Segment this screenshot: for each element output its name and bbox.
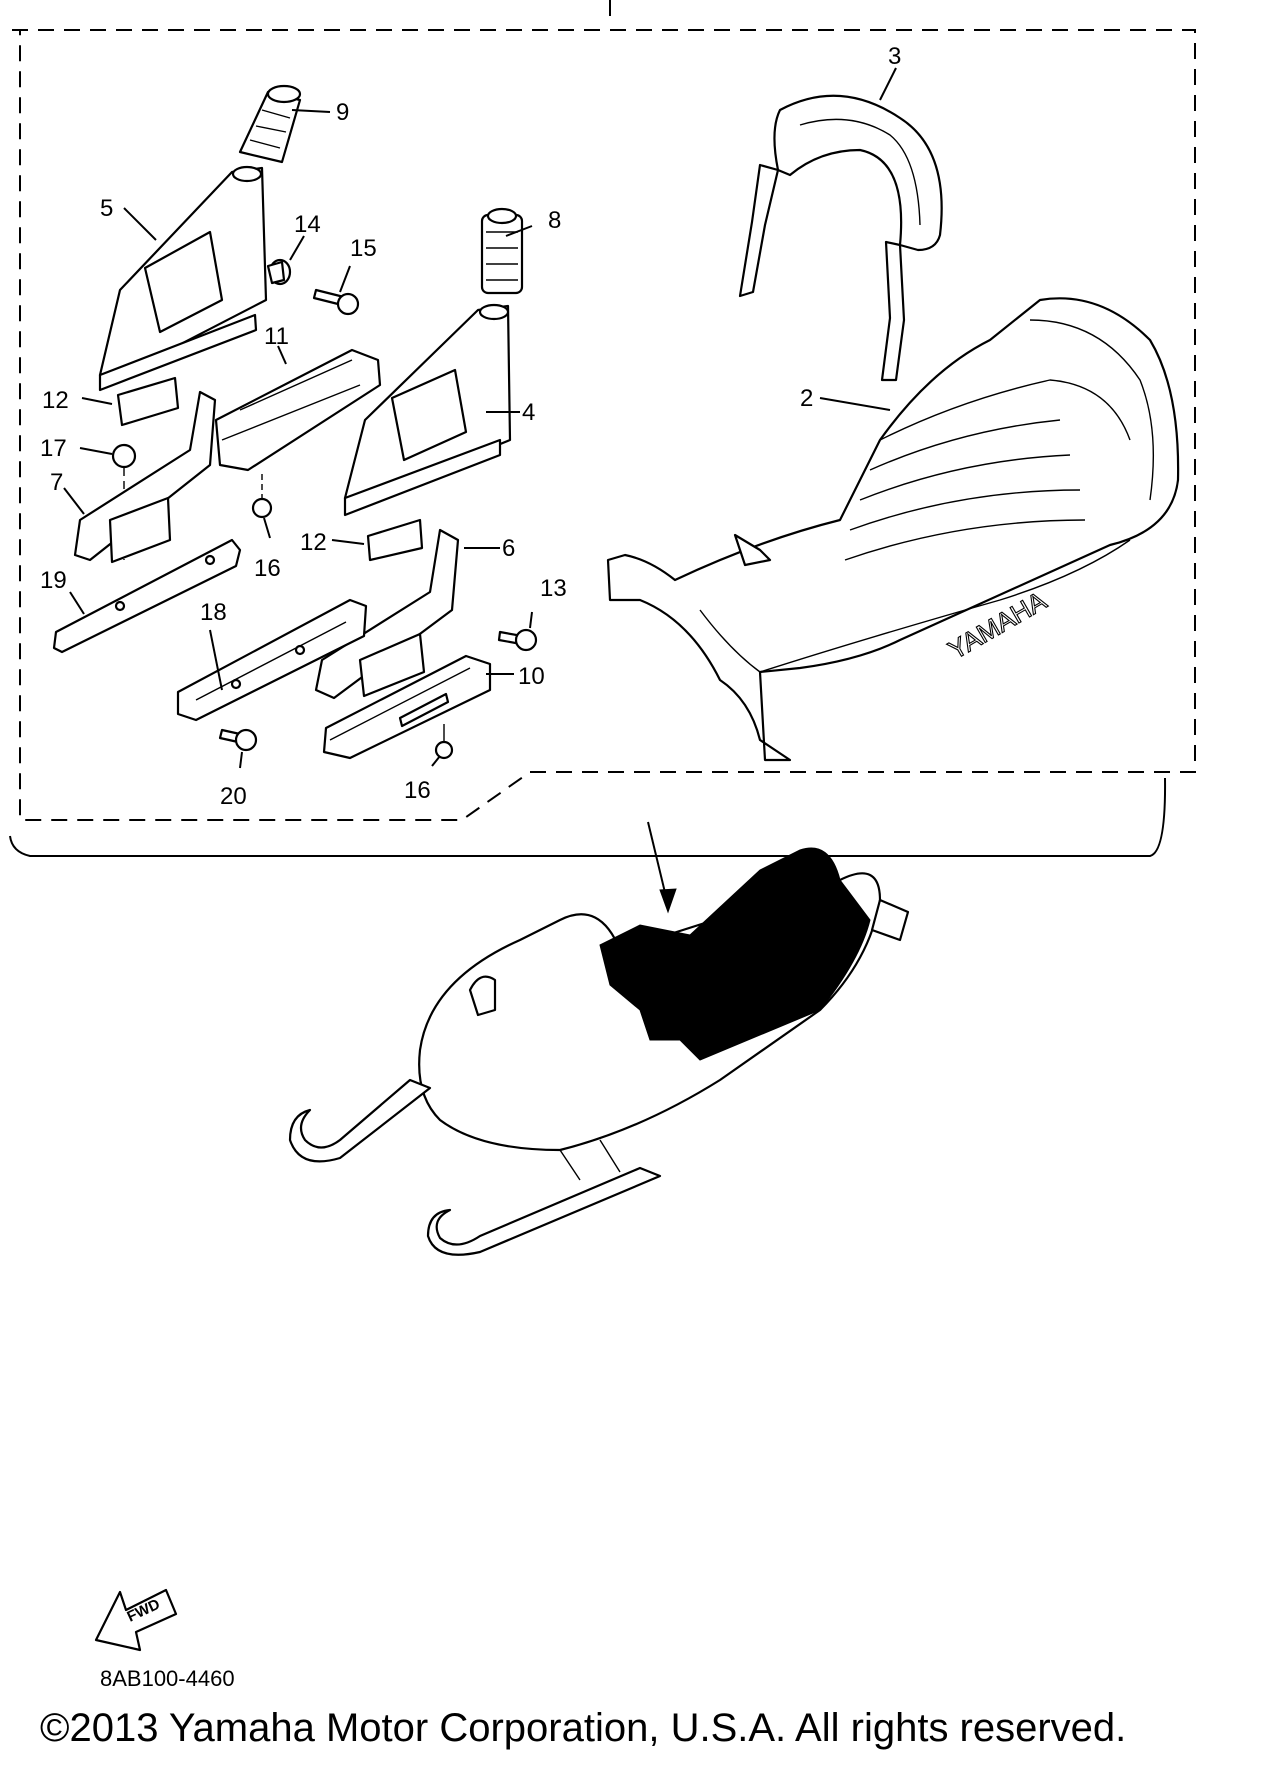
callout-14: 14 — [294, 211, 321, 238]
callout-3: 3 — [888, 43, 901, 70]
callout-4: 4 — [522, 399, 535, 426]
bolt-13 — [497, 628, 538, 652]
pad-11 — [214, 348, 382, 472]
callout-7: 7 — [50, 469, 63, 496]
bracket-6 — [314, 528, 460, 700]
bolt-16-lower — [434, 724, 454, 760]
callout-11: 11 — [264, 323, 289, 350]
bracket-7 — [73, 390, 217, 564]
callouts: 2 3 4 5 6 7 8 9 10 11 12 12 13 14 15 16 … — [40, 43, 901, 810]
collar-14 — [266, 258, 292, 286]
rail-19 — [52, 538, 242, 654]
callout-12-right: 12 — [300, 529, 327, 556]
snowmobile — [288, 847, 910, 1256]
assembly-boundary — [9, 0, 1196, 914]
stanchion-4 — [343, 303, 512, 517]
callout-18: 18 — [200, 599, 227, 626]
callout-8: 8 — [548, 207, 561, 234]
callout-6: 6 — [502, 535, 515, 562]
bolt-15 — [312, 288, 360, 316]
callout-20: 20 — [220, 783, 247, 810]
callout-15: 15 — [350, 235, 377, 262]
callout-16-upper: 16 — [254, 555, 281, 582]
diagram-code: 8AB100-4460 — [100, 1666, 235, 1691]
stanchion-5 — [98, 165, 268, 392]
callout-19: 19 — [40, 567, 67, 594]
callout-5: 5 — [100, 195, 113, 222]
callout-10: 10 — [518, 663, 545, 690]
bolt-16-upper — [251, 474, 273, 519]
leader-lines — [63, 67, 897, 769]
backrest — [738, 94, 943, 382]
callout-16-lower: 16 — [404, 777, 431, 804]
spacer-12-right — [366, 518, 424, 562]
copyright-notice: ©2013 Yamaha Motor Corporation, U.S.A. A… — [40, 1706, 1127, 1750]
callout-12-left: 12 — [42, 387, 69, 414]
callout-13: 13 — [540, 575, 567, 602]
grip-9 — [238, 84, 302, 164]
spacer-12-left — [116, 376, 180, 427]
callout-17: 17 — [40, 435, 67, 462]
pad-10 — [322, 654, 492, 760]
grip-8 — [480, 207, 524, 295]
callout-2: 2 — [800, 385, 813, 412]
callout-9: 9 — [336, 99, 349, 126]
fwd-arrow-icon: FWD — [94, 1588, 178, 1652]
bolt-20 — [218, 728, 258, 752]
